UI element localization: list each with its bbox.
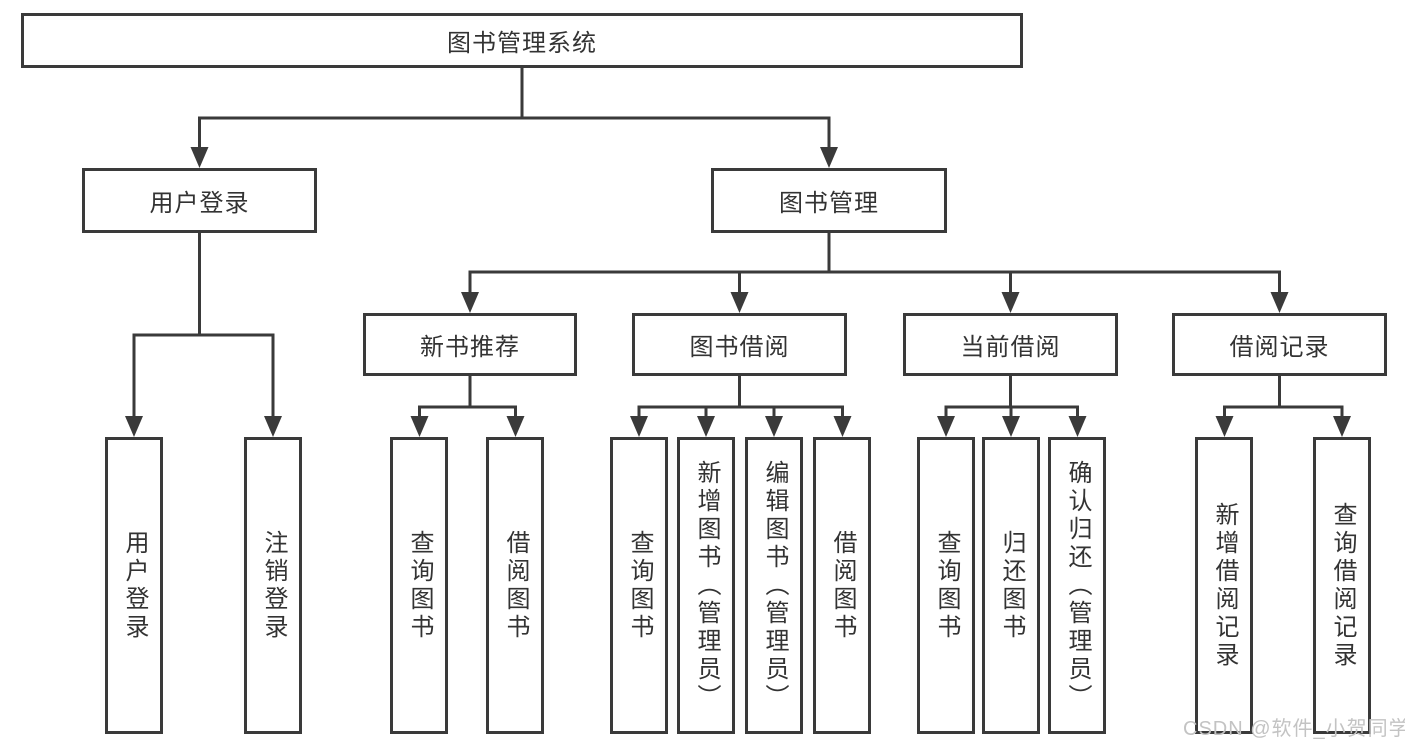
arrowhead-icon bbox=[461, 292, 479, 313]
leaf-current-confirm-return-admin: 确认归还（管理员） bbox=[1048, 437, 1106, 734]
arrowhead-icon bbox=[765, 416, 783, 437]
leaf-recommend-borrow-books: 借阅图书 bbox=[486, 437, 544, 734]
arrowhead-icon bbox=[630, 416, 648, 437]
arrowhead-icon bbox=[730, 292, 749, 313]
node-new-book-recommendation: 新书推荐 bbox=[363, 313, 577, 376]
leaf-recommend-query-books: 查询图书 bbox=[390, 437, 448, 734]
leaf-records-query-borrow-record: 查询借阅记录 bbox=[1313, 437, 1371, 734]
arrowhead-icon bbox=[1001, 292, 1020, 313]
arrowhead-icon bbox=[190, 147, 209, 168]
csdn-watermark: CSDN @软件_小贺同学 bbox=[1183, 718, 1405, 740]
node-book-borrowing: 图书借阅 bbox=[632, 313, 847, 376]
arrowhead-icon bbox=[697, 416, 715, 437]
arrowhead-icon bbox=[833, 416, 852, 437]
leaf-borrowing-edit-books-admin: 编辑图书（管理员） bbox=[745, 437, 803, 734]
arrowhead-icon bbox=[264, 416, 282, 437]
arrowhead-icon bbox=[410, 416, 429, 437]
leaf-current-return-books: 归还图书 bbox=[982, 437, 1040, 734]
leaf-user-login: 用户登录 bbox=[105, 437, 163, 734]
node-borrowing-records: 借阅记录 bbox=[1172, 313, 1387, 376]
arrowhead-icon bbox=[1068, 416, 1087, 437]
arrowhead-icon bbox=[506, 416, 525, 437]
arrowhead-icon bbox=[1002, 416, 1020, 437]
arrowhead-icon bbox=[820, 147, 838, 168]
node-library-management-system: 图书管理系统 bbox=[21, 13, 1023, 68]
node-user-login: 用户登录 bbox=[82, 168, 317, 233]
arrowhead-icon bbox=[937, 416, 955, 437]
arrowhead-icon bbox=[1215, 416, 1234, 437]
leaf-logout: 注销登录 bbox=[244, 437, 302, 734]
leaf-borrowing-borrow-books: 借阅图书 bbox=[813, 437, 871, 734]
node-current-borrowing: 当前借阅 bbox=[903, 313, 1118, 376]
arrowhead-icon bbox=[1270, 292, 1289, 313]
arrowhead-icon bbox=[125, 416, 143, 437]
leaf-borrowing-add-books-admin: 新增图书（管理员） bbox=[677, 437, 735, 734]
leaf-borrowing-query-books: 查询图书 bbox=[610, 437, 668, 734]
node-book-management: 图书管理 bbox=[711, 168, 947, 233]
arrowhead-icon bbox=[1333, 416, 1351, 437]
leaf-records-add-borrow-record: 新增借阅记录 bbox=[1195, 437, 1253, 734]
leaf-current-query-books: 查询图书 bbox=[917, 437, 975, 734]
